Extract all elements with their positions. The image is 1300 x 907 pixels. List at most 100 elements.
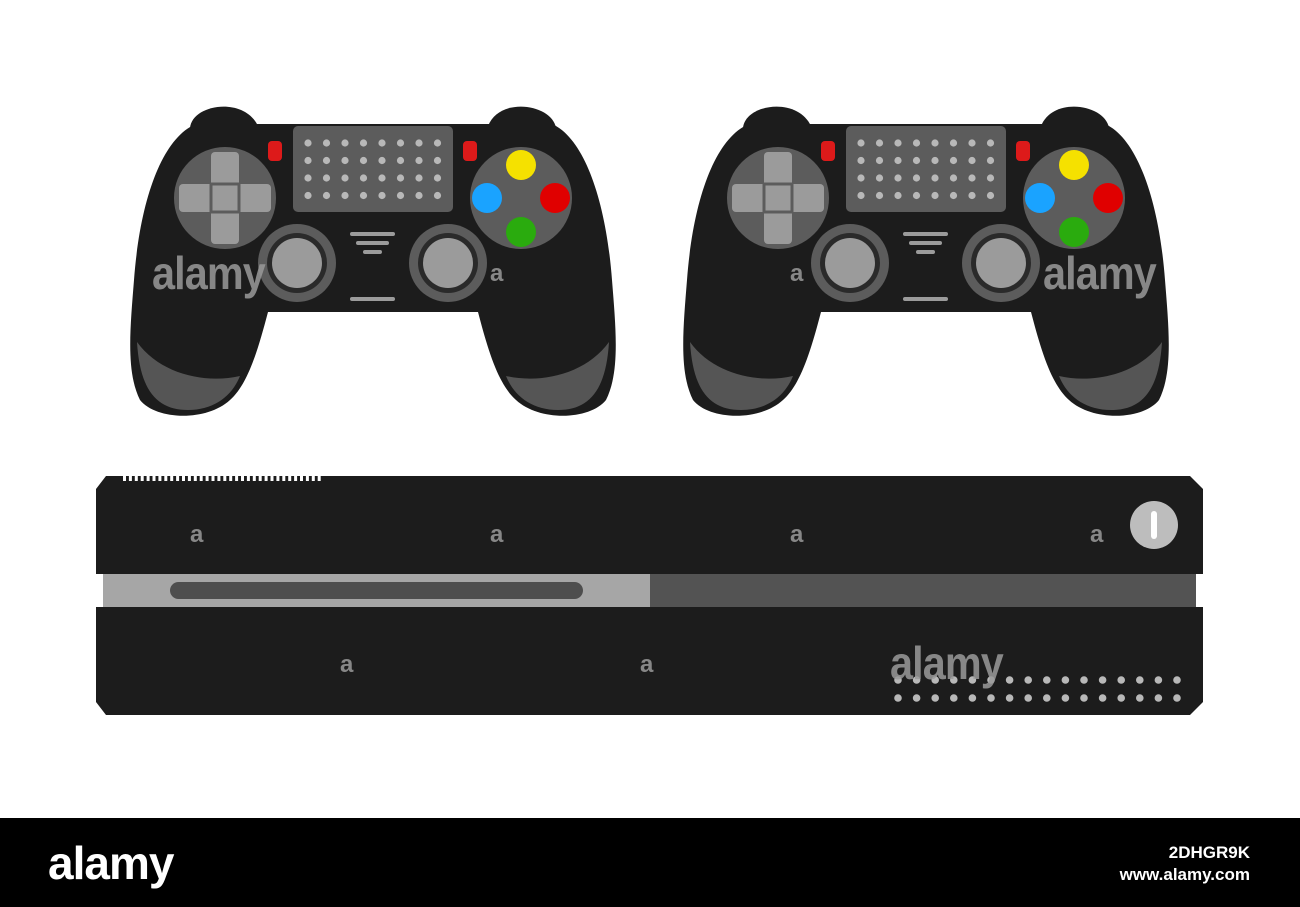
vent-tick — [264, 476, 268, 481]
vent-tick — [205, 476, 209, 481]
disc-slot — [170, 582, 583, 599]
speaker-dot — [986, 174, 995, 182]
speaker-dot — [912, 139, 921, 147]
vent-tick — [235, 476, 239, 481]
speaker-dot — [1098, 676, 1107, 684]
game-console-illustration — [96, 105, 1203, 715]
speaker-dot — [894, 676, 902, 684]
speaker-dot — [304, 174, 312, 182]
speaker-dot — [931, 139, 939, 147]
vent-tick — [152, 476, 156, 481]
speaker-dot — [322, 139, 331, 147]
speaker-dot — [1005, 694, 1014, 702]
speaker-dot — [857, 174, 865, 182]
game-console-icon — [96, 476, 1203, 715]
speaker-dot — [433, 139, 442, 147]
speaker-dot — [986, 191, 995, 200]
speaker-dot — [857, 156, 865, 165]
vent-tick — [246, 476, 250, 481]
speaker-dot — [857, 139, 865, 147]
speaker-dot — [378, 156, 386, 165]
vent-tick — [158, 476, 162, 481]
speaker-dot — [968, 139, 976, 147]
vent-tick — [300, 476, 303, 481]
speaker-dot — [1117, 694, 1125, 702]
power-icon — [1130, 501, 1178, 549]
speaker-dot — [894, 139, 902, 147]
vent-tick — [305, 476, 309, 481]
speaker-dot — [894, 156, 902, 165]
speaker-dot — [949, 174, 958, 182]
speaker-dot — [1136, 694, 1144, 702]
speaker-dot — [968, 174, 976, 182]
speaker-dot — [986, 156, 995, 165]
speaker-dot — [931, 191, 939, 200]
speaker-dot — [931, 694, 939, 702]
speaker-dot — [950, 694, 958, 702]
speaker-dot — [341, 174, 349, 182]
speaker-dot — [875, 139, 884, 147]
vent-tick — [241, 476, 244, 481]
vent-tick — [193, 476, 197, 481]
vent-tick — [128, 476, 132, 481]
speaker-dot — [912, 156, 921, 165]
vent-tick — [294, 476, 298, 481]
speaker-dot — [304, 191, 312, 200]
vent-tick — [311, 476, 315, 481]
vent-tick — [258, 476, 262, 481]
touchpad-dots-right — [857, 139, 995, 200]
vent-tick — [176, 476, 180, 481]
speaker-dot — [949, 156, 958, 165]
speaker-dot — [949, 191, 958, 200]
vent-tick — [170, 476, 174, 481]
vent-tick — [187, 476, 191, 481]
speaker-dot — [931, 676, 939, 684]
speaker-dot — [322, 156, 331, 165]
speaker-dot — [396, 156, 405, 165]
vent-tick — [223, 476, 227, 481]
speaker-dot — [359, 156, 368, 165]
speaker-dot — [1061, 694, 1070, 702]
vent-tick — [229, 476, 233, 481]
vent-tick — [317, 476, 321, 481]
speaker-dot — [986, 139, 995, 147]
speaker-dot — [987, 694, 995, 702]
speaker-dot — [341, 191, 349, 200]
speaker-dot — [968, 191, 976, 200]
speaker-dot — [359, 191, 368, 200]
speaker-dot — [1024, 676, 1032, 684]
speaker-dot — [322, 174, 331, 182]
speaker-dot — [304, 156, 312, 165]
speaker-dot — [950, 676, 958, 684]
speaker-dot — [396, 191, 405, 200]
speaker-dot — [875, 191, 884, 200]
speaker-dot — [1024, 694, 1032, 702]
speaker-dot — [396, 174, 405, 182]
speaker-dot — [987, 676, 995, 684]
speaker-dot — [359, 174, 368, 182]
speaker-dot — [912, 191, 921, 200]
vent-tick — [252, 476, 256, 481]
speaker-dot — [894, 174, 902, 182]
speaker-dot — [378, 174, 386, 182]
vent-tick — [123, 476, 126, 481]
speaker-dot — [912, 174, 921, 182]
speaker-dot — [1061, 676, 1070, 684]
footer-logo[interactable]: alamy — [48, 837, 174, 889]
speaker-dot — [415, 156, 423, 165]
speaker-dot — [968, 676, 977, 684]
speaker-dot — [341, 139, 349, 147]
speaker-dot — [894, 694, 902, 702]
speaker-dot — [857, 191, 865, 200]
speaker-dot — [968, 694, 977, 702]
speaker-dot — [341, 156, 349, 165]
speaker-dot — [1005, 676, 1014, 684]
speaker-dot — [433, 174, 442, 182]
speaker-dot — [912, 694, 921, 702]
speaker-dot — [433, 156, 442, 165]
speaker-dot — [415, 139, 423, 147]
footer-url[interactable]: www.alamy.com — [1119, 865, 1250, 884]
speaker-dot — [378, 139, 386, 147]
vent-tick — [217, 476, 221, 481]
speaker-dot — [875, 174, 884, 182]
